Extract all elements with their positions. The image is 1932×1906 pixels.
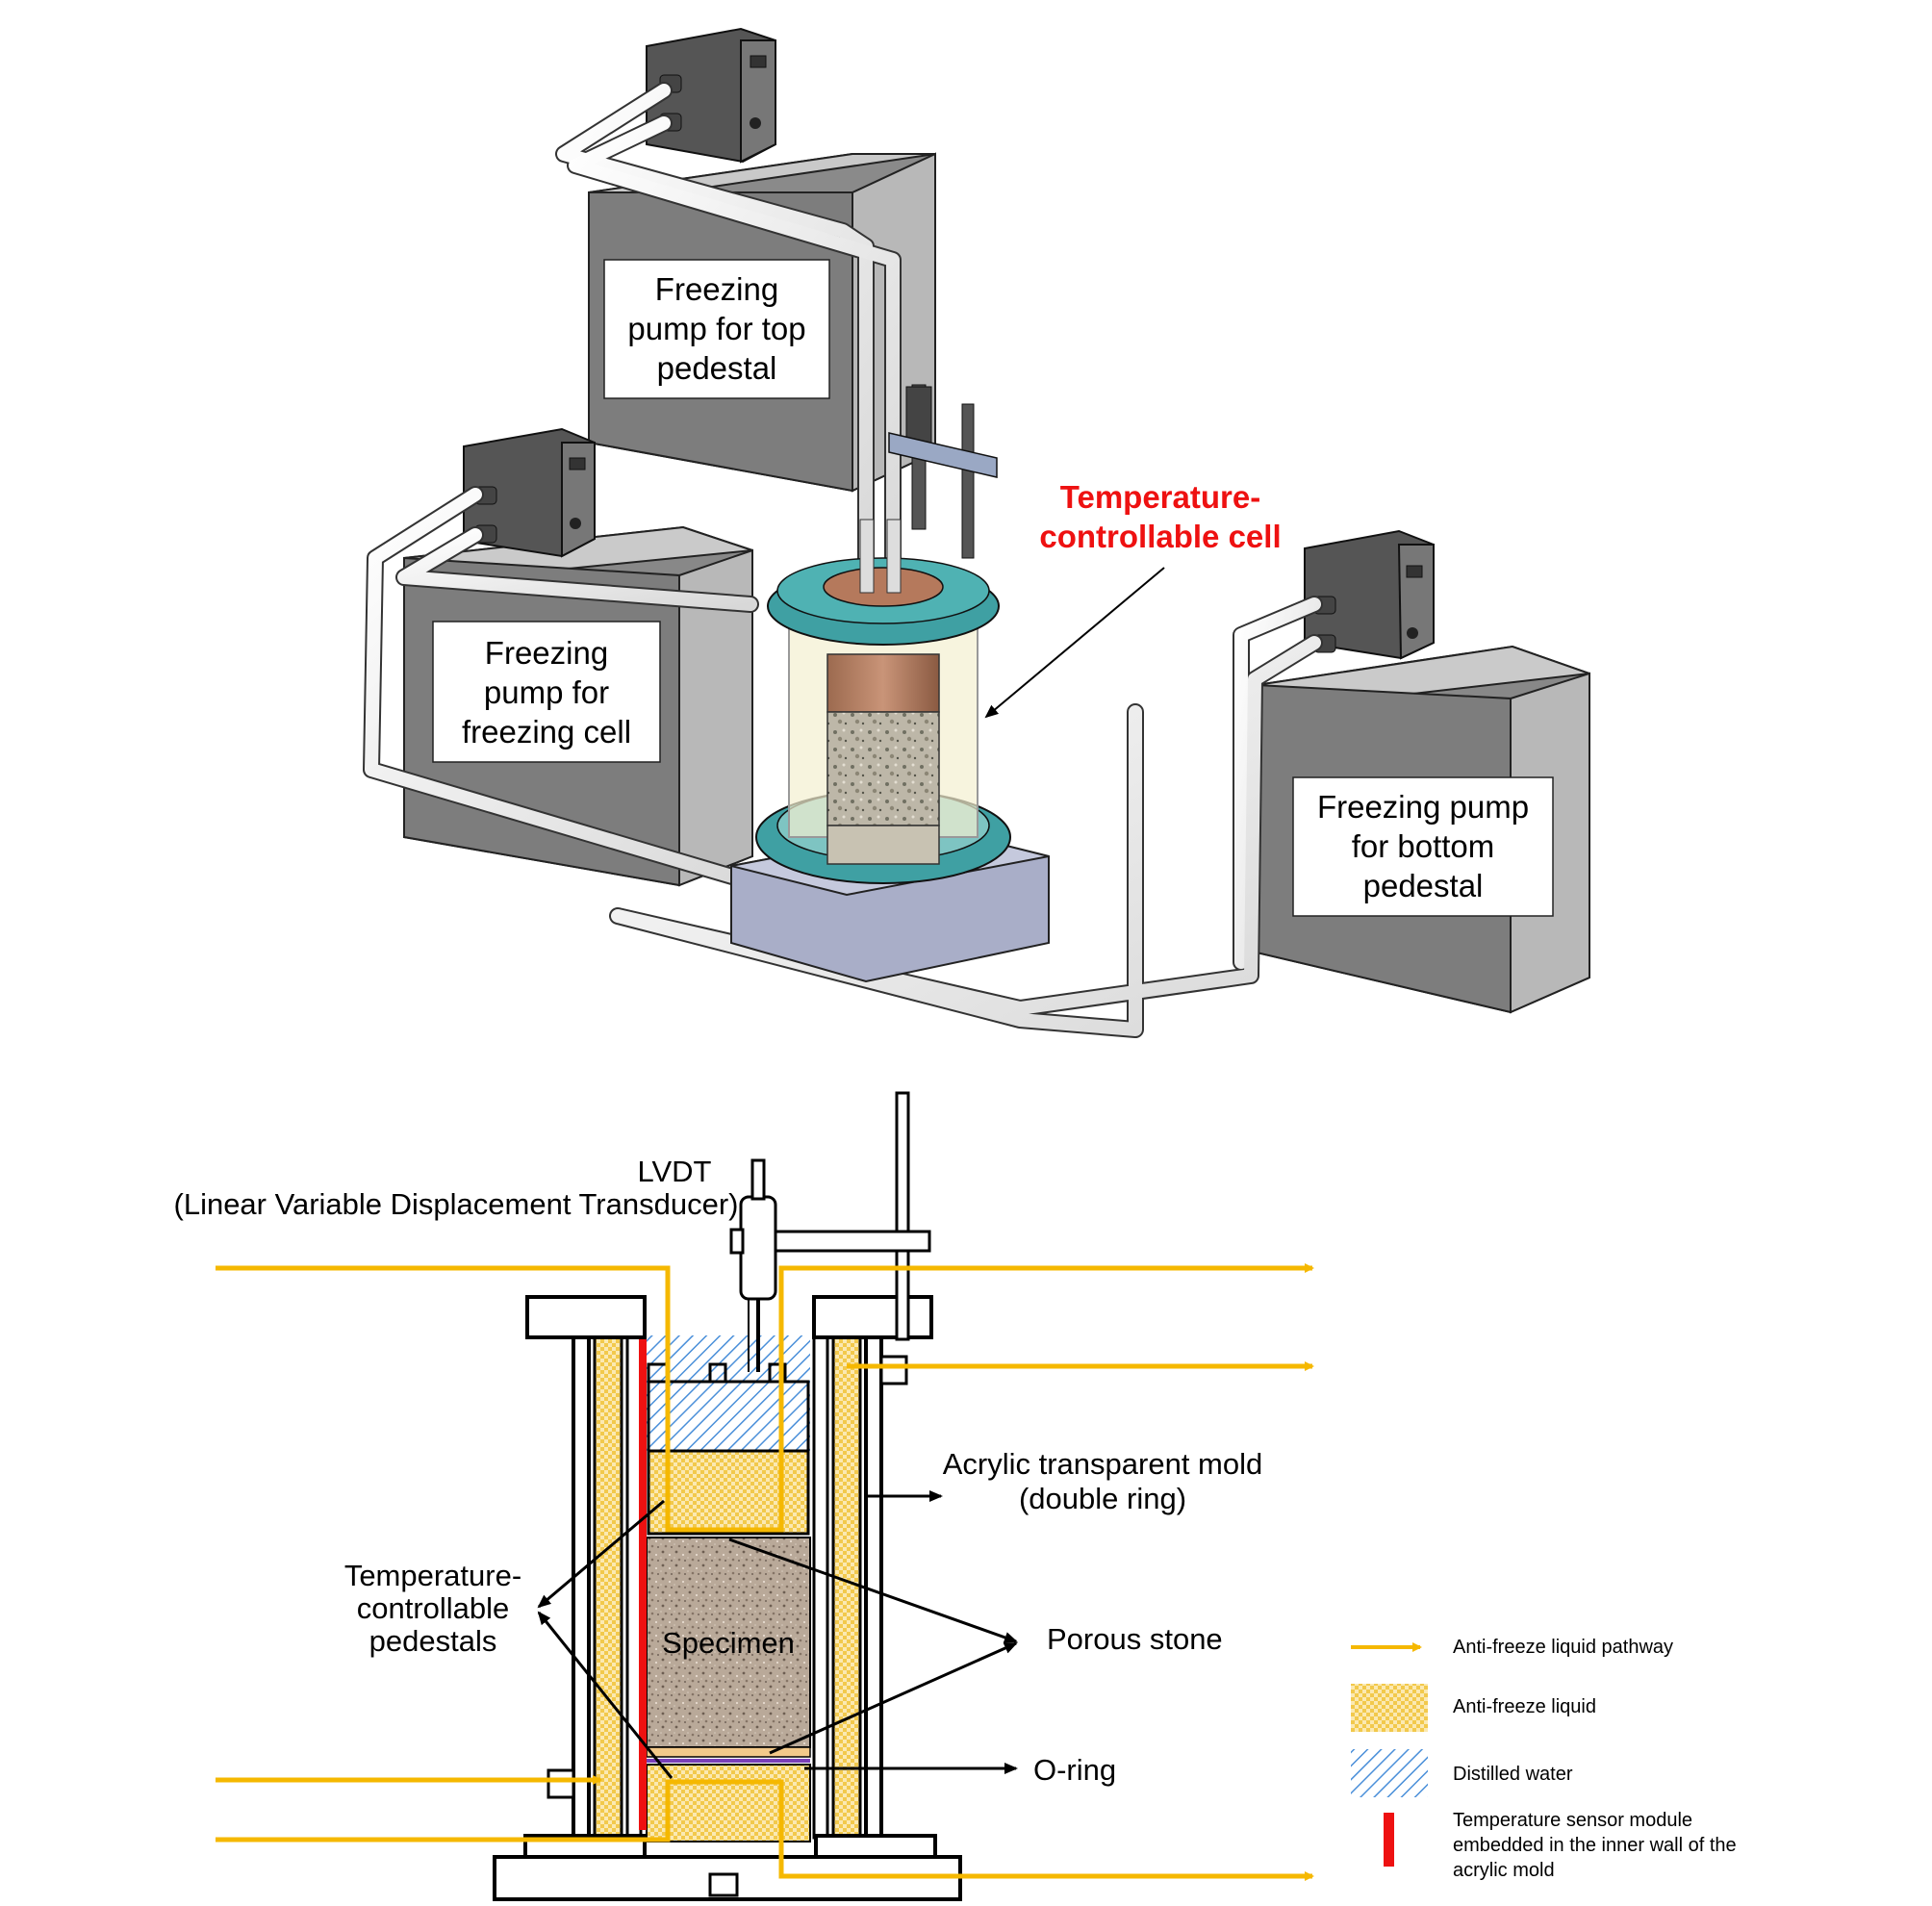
lvdt-assembly: [729, 1091, 931, 1372]
svg-text:Temperature-: Temperature-: [1060, 479, 1260, 515]
acrylic-outer-wall-left: [572, 1335, 591, 1840]
svg-text:Distilled water: Distilled water: [1453, 1764, 1573, 1785]
svg-text:pedestal: pedestal: [1363, 868, 1484, 903]
legend-item-pathway: Anti-freeze liquid pathway: [1351, 1637, 1673, 1658]
svg-text:Temperature sensor module: Temperature sensor module: [1453, 1810, 1692, 1831]
svg-text:freezing cell: freezing cell: [462, 714, 631, 750]
svg-text:Freezing: Freezing: [655, 271, 778, 307]
svg-text:pedestal: pedestal: [657, 350, 777, 386]
top-pedestal: [647, 1380, 810, 1453]
temperature-controllable-cell: [730, 384, 1050, 983]
antifreeze-jacket-right: [831, 1335, 862, 1840]
o-ring-label: O-ring: [1033, 1753, 1116, 1787]
legend-item-sensor: Temperature sensor module embedded in th…: [1384, 1810, 1737, 1881]
porous-stone-arrow-top: [728, 1538, 1018, 1643]
top-porous-stone-antifreeze: [647, 1449, 810, 1536]
pedestals-arrow-top: [537, 1499, 665, 1609]
bottom-porous-stone: [646, 1746, 811, 1758]
pedestals-label-3: pedestals: [369, 1624, 497, 1658]
pedestals-label-1: Temperature-: [344, 1559, 521, 1592]
legend: Anti-freeze liquid pathway Anti-freeze l…: [1351, 1637, 1737, 1881]
pedestals-arrow-bottom: [537, 1611, 674, 1779]
svg-text:for bottom: for bottom: [1352, 828, 1495, 864]
svg-text:acrylic mold: acrylic mold: [1453, 1860, 1555, 1881]
lvdt-label-2: (Linear Variable Displacement Transducer…: [174, 1187, 739, 1221]
legend-item-distilled-water: Distilled water: [1351, 1749, 1573, 1797]
svg-text:Anti-freeze liquid: Anti-freeze liquid: [1453, 1696, 1596, 1717]
svg-text:Freezing: Freezing: [485, 635, 608, 671]
porous-stone-label: Porous stone: [1047, 1622, 1223, 1656]
temperature-sensor-strip: [639, 1339, 647, 1830]
svg-text:pump for: pump for: [484, 674, 609, 710]
pedestals-label-2: controllable: [357, 1591, 510, 1625]
svg-text:pump for top: pump for top: [627, 311, 805, 346]
svg-text:embedded in the inner wall of: embedded in the inner wall of the: [1453, 1835, 1737, 1856]
specimen-label: Specimen: [662, 1626, 795, 1660]
acrylic-inner-wall-left: [625, 1335, 643, 1840]
cell-label-arrow: [984, 567, 1165, 719]
mold-label-1: Acrylic transparent mold: [943, 1447, 1263, 1481]
top-cap-right: [812, 1295, 933, 1339]
legend-item-antifreeze: Anti-freeze liquid: [1351, 1684, 1596, 1732]
svg-text:Freezing pump: Freezing pump: [1317, 789, 1529, 825]
porous-stone-arrow-bottom: [769, 1641, 1018, 1755]
pump-cell-label: Freezing pump for freezing cell: [432, 621, 661, 763]
apparatus-illustration: Freezing pump for top pedestal Freezing …: [363, 27, 1590, 1038]
top-cap-left: [525, 1295, 647, 1339]
cell-label: Temperature- controllable cell: [984, 479, 1282, 719]
antifreeze-jacket-left: [593, 1335, 623, 1840]
schematic: LVDT (Linear Variable Displacement Trans…: [174, 1091, 1314, 1901]
pump-top-label: Freezing pump for top pedestal: [603, 259, 830, 399]
lvdt-label-1: LVDT: [638, 1155, 712, 1188]
mold-label-2: (double ring): [1019, 1482, 1186, 1515]
svg-text:Anti-freeze liquid pathway: Anti-freeze liquid pathway: [1453, 1637, 1673, 1658]
antifreeze-pathways: [216, 1263, 1314, 1881]
acrylic-inner-wall-right: [812, 1335, 829, 1840]
pump-bottom-label: Freezing pump for bottom pedestal: [1292, 776, 1554, 917]
svg-text:controllable cell: controllable cell: [1039, 519, 1281, 554]
